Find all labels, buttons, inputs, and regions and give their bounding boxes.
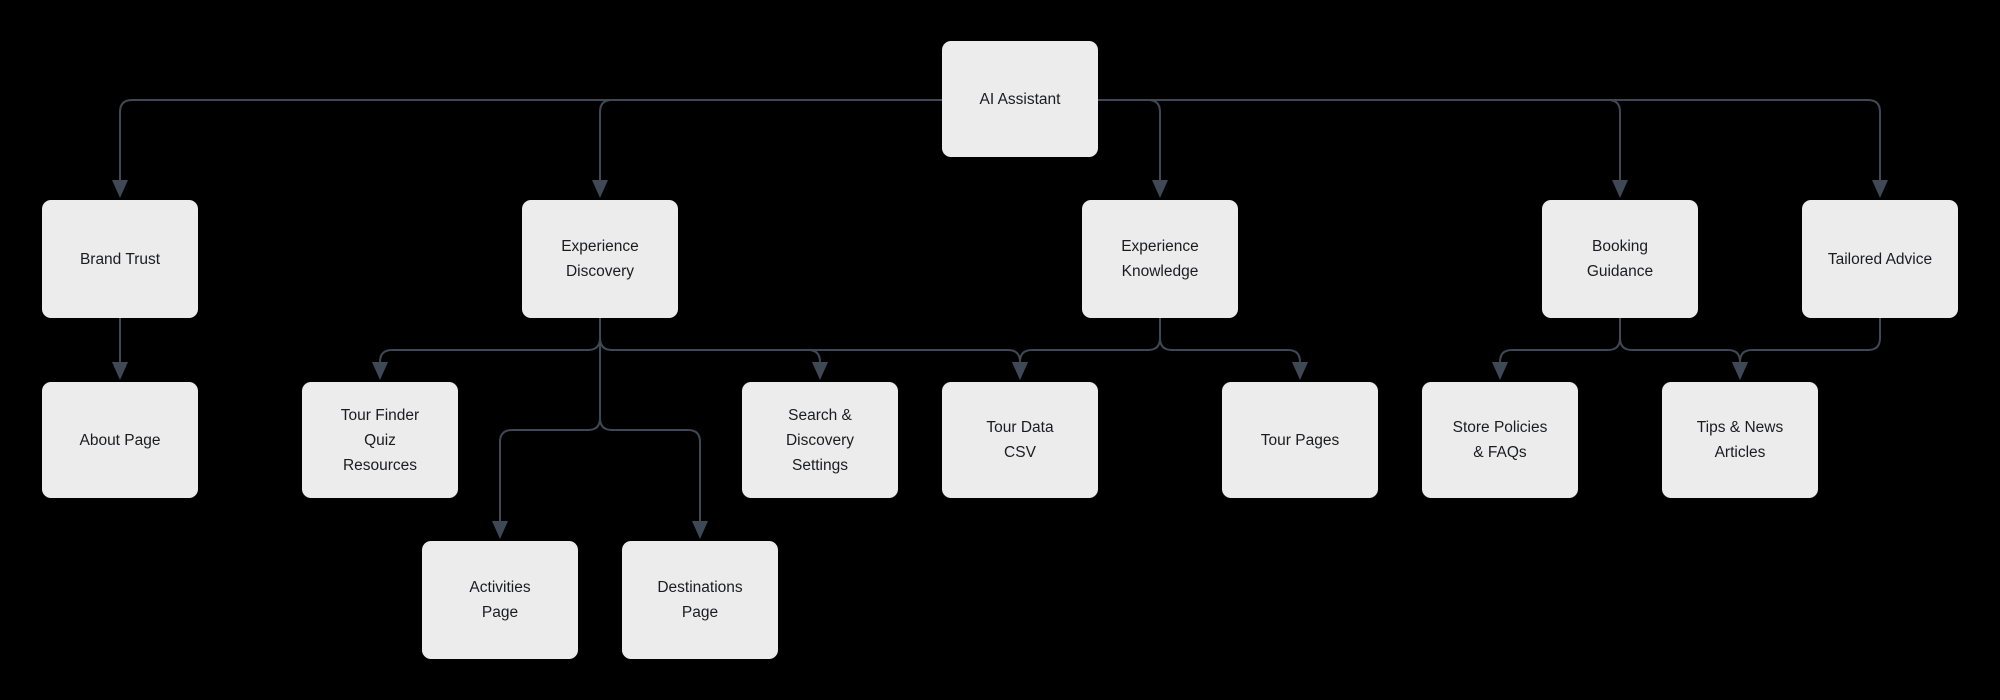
arrowhead-icon	[592, 180, 608, 198]
arrowhead-icon	[1732, 362, 1748, 380]
edge-tailored-advice-tips-news-articles	[1739, 318, 1881, 363]
arrowhead-icon	[1012, 362, 1028, 380]
node-search-discovery-settings: Search & Discovery Settings	[742, 382, 898, 498]
node-store-policies-faqs: Store Policies & FAQs	[1422, 382, 1578, 498]
arrowhead-icon	[372, 362, 388, 380]
edge-experience-knowledge-tour-data-csv	[1019, 318, 1161, 363]
node-ai-assistant: AI Assistant	[942, 41, 1098, 157]
node-tour-pages: Tour Pages	[1222, 382, 1378, 498]
edge-experience-discovery-tour-finder-quiz-resources	[379, 318, 601, 363]
edge-booking-guidance-tips-news-articles	[1619, 318, 1741, 363]
arrowhead-icon	[1612, 180, 1628, 198]
arrowhead-icon	[1292, 362, 1308, 380]
edge-experience-discovery-destinations-page	[599, 318, 701, 521]
arrowhead-icon	[1492, 362, 1508, 380]
edge-experience-discovery-search-discovery-settings	[599, 318, 821, 363]
node-tips-news-articles: Tips & News Articles	[1662, 382, 1818, 498]
edge-experience-knowledge-tour-pages	[1159, 318, 1301, 363]
edge-ai-assistant-booking-guidance	[1098, 99, 1621, 180]
node-experience-knowledge: Experience Knowledge	[1082, 200, 1238, 318]
arrowhead-icon	[812, 362, 828, 380]
edge-ai-assistant-brand-trust	[119, 99, 942, 180]
edge-booking-guidance-store-policies-faqs	[1499, 318, 1621, 363]
arrowhead-icon	[112, 180, 128, 198]
arrowhead-icon	[112, 362, 128, 380]
node-about-page: About Page	[42, 382, 198, 498]
node-tour-data-csv: Tour Data CSV	[942, 382, 1098, 498]
arrowhead-icon	[492, 521, 508, 539]
edge-ai-assistant-experience-discovery	[599, 99, 942, 180]
arrowhead-icon	[1152, 180, 1168, 198]
node-booking-guidance: Booking Guidance	[1542, 200, 1698, 318]
node-experience-discovery: Experience Discovery	[522, 200, 678, 318]
node-destinations-page: Destinations Page	[622, 541, 778, 659]
edge-ai-assistant-tailored-advice	[1098, 99, 1881, 180]
node-activities-page: Activities Page	[422, 541, 578, 659]
node-tour-finder-quiz-resources: Tour Finder Quiz Resources	[302, 382, 458, 498]
arrowhead-icon	[692, 521, 708, 539]
edge-ai-assistant-experience-knowledge	[1098, 99, 1161, 180]
node-brand-trust: Brand Trust	[42, 200, 198, 318]
arrowhead-icon	[1872, 180, 1888, 198]
edge-experience-discovery-tour-data-csv	[599, 318, 1021, 363]
edge-experience-discovery-activities-page	[499, 318, 601, 521]
node-tailored-advice: Tailored Advice	[1802, 200, 1958, 318]
